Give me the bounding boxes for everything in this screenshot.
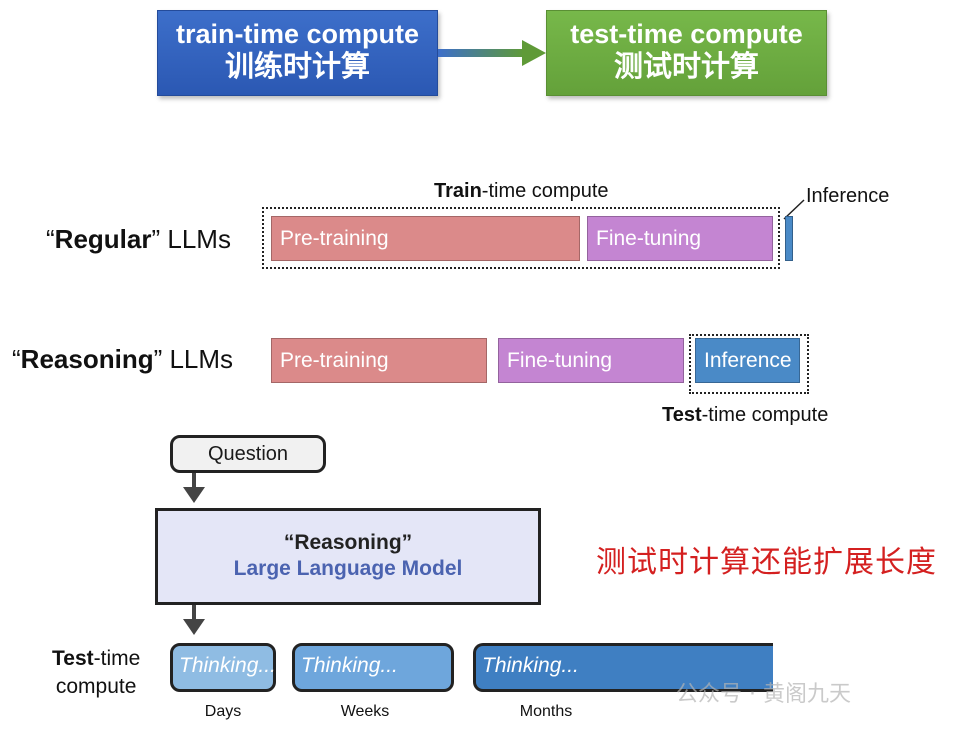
arrow-right-icon <box>438 40 546 66</box>
thinking-bar-days: Thinking... <box>170 643 276 692</box>
inference-caption: Inference <box>806 185 890 207</box>
reasoning-finetuning-bar: Fine-tuning <box>498 338 684 383</box>
train-time-label-zh: 训练时计算 <box>224 49 370 83</box>
duration-days: Days <box>204 703 242 720</box>
reasoning-llm-box: “Reasoning” Large Language Model <box>155 508 541 605</box>
test-time-label-zh: 测试时计算 <box>613 49 759 83</box>
arrow-down-icon <box>183 605 205 635</box>
thinking-bar-weeks: Thinking... <box>292 643 454 692</box>
regular-inference-bar <box>785 216 793 261</box>
inference-pointer-line <box>783 199 805 220</box>
train-time-compute-box: train-time compute 训练时计算 <box>157 10 438 96</box>
train-time-dotted-bracket <box>262 207 780 269</box>
test-time-caption: Test-time compute <box>662 404 829 426</box>
duration-weeks: Weeks <box>340 703 390 720</box>
arrow-down-icon <box>183 473 205 503</box>
annotation-note: 测试时计算还能扩展长度 <box>596 545 937 580</box>
regular-pretraining-bar: Pre-training <box>271 216 580 261</box>
test-time-dotted-bracket <box>689 334 809 394</box>
question-box: Question <box>170 435 326 473</box>
reasoning-pretraining-bar: Pre-training <box>271 338 487 383</box>
model-subtitle: Large Language Model <box>233 557 463 580</box>
model-title: “Reasoning” <box>283 531 413 554</box>
train-time-caption: Train-time compute <box>434 180 609 202</box>
test-time-label-en: test-time compute <box>570 19 803 49</box>
reasoning-inference-bar: Inference <box>695 338 800 383</box>
thinking-bar-months: Thinking... <box>473 643 773 692</box>
test-time-compute-label: Test-time compute <box>52 647 141 698</box>
regular-finetuning-bar: Fine-tuning <box>587 216 773 261</box>
duration-months: Months <box>519 703 573 720</box>
test-time-compute-box: test-time compute 测试时计算 <box>546 10 827 96</box>
reasoning-llms-label: “Reasoning” LLMs <box>12 344 234 374</box>
watermark: 公众号 · 黄阁九天 <box>676 682 851 707</box>
train-time-label-en: train-time compute <box>175 19 420 49</box>
regular-llms-label: “Regular” LLMs <box>46 224 231 254</box>
